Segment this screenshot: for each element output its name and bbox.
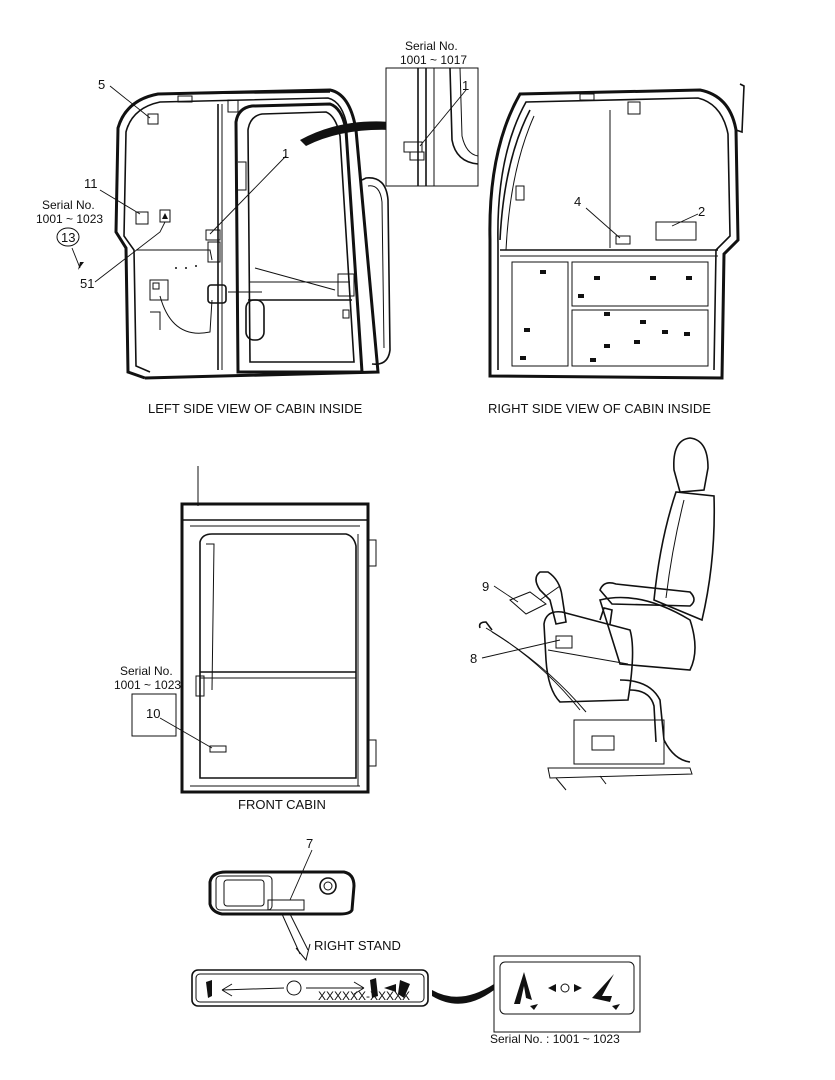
- callout-4: 4: [574, 194, 581, 209]
- callout-11: 11: [84, 176, 98, 191]
- callout-1-inset: 1: [462, 78, 469, 93]
- front-cabin-view: 10 Serial No. 1001 ~ 1023 FRONT CABIN: [114, 466, 377, 812]
- callout-5: 5: [98, 77, 105, 92]
- left-side-cabin-view: 5 11 1 Serial No. 1001 ~ 1023 13 51 LEFT…: [36, 77, 427, 416]
- inset-detail-1017: Serial No. 1001 ~ 1017 1: [385, 39, 479, 187]
- callout-1-left: 1: [282, 146, 289, 161]
- caption-right-stand: RIGHT STAND: [314, 938, 401, 953]
- serial-bottom-inset: Serial No. : 1001 ~ 1023: [490, 1032, 620, 1046]
- callout-10: 10: [146, 706, 160, 721]
- serial-range-part10: 1001 ~ 1023: [114, 678, 181, 692]
- caption-left-side-view: LEFT SIDE VIEW OF CABIN INSIDE: [148, 401, 363, 416]
- decal-part-number: XXXXXX-XXXXX: [318, 989, 410, 1003]
- callout-2: 2: [698, 204, 705, 219]
- right-stand-view: 7 RIGHT STAND XXXXXX-XXXXX Serial No. : …: [191, 836, 641, 1046]
- serial-title-part11: Serial No.: [42, 198, 95, 212]
- right-side-cabin-view: 4 2 RIGHT SIDE VIEW OF CABIN INSIDE: [488, 83, 745, 416]
- caption-front-cabin: FRONT CABIN: [238, 797, 326, 812]
- serial-range-inset: 1001 ~ 1017: [400, 53, 467, 67]
- serial-title-inset: Serial No.: [405, 39, 458, 53]
- callout-8: 8: [470, 651, 477, 666]
- callout-13-circle: [56, 227, 80, 247]
- callout-13: 13: [61, 230, 75, 245]
- caption-right-side-view: RIGHT SIDE VIEW OF CABIN INSIDE: [488, 401, 711, 416]
- operator-seat-view: 9 8: [470, 437, 716, 791]
- callout-51: 51: [80, 276, 94, 291]
- callout-7: 7: [306, 836, 313, 851]
- callout-9: 9: [482, 579, 489, 594]
- serial-range-part11: 1001 ~ 1023: [36, 212, 103, 226]
- serial-title-part10: Serial No.: [120, 664, 173, 678]
